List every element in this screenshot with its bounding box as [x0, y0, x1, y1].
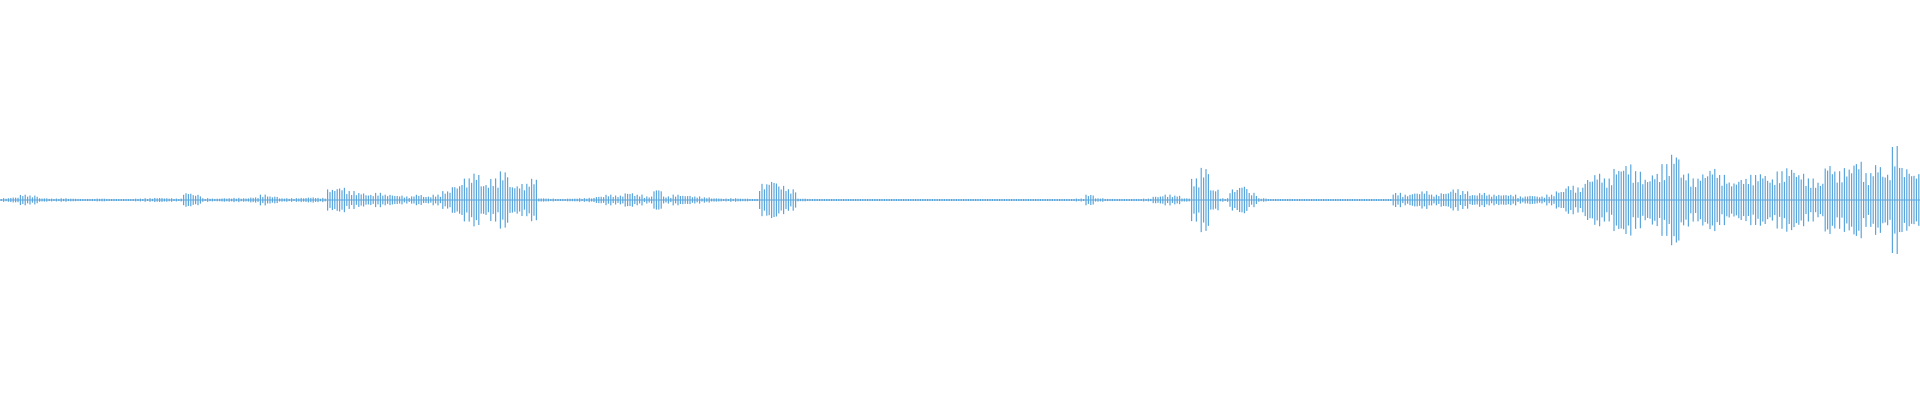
- waveform-bars: [0, 146, 1920, 254]
